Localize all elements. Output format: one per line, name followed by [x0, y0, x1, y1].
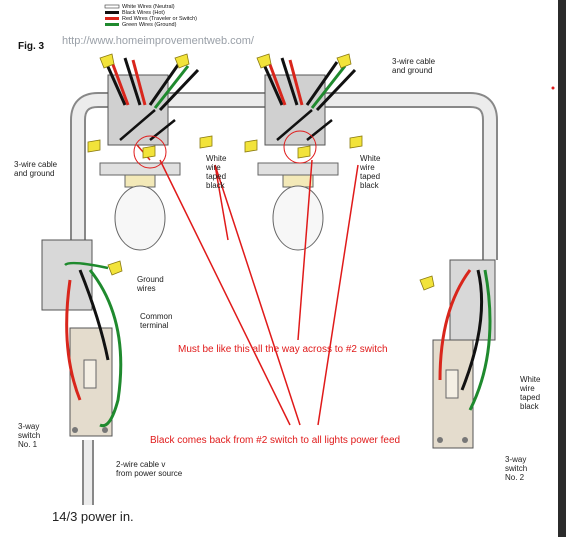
label-cable-top-right: 3-wire cable and ground: [392, 57, 436, 75]
label-white-taped-1: White wire taped black: [206, 154, 227, 190]
switch-1: [41, 239, 123, 437]
label-ground-wires: Ground wires: [137, 275, 164, 293]
legend-item-black: Black Wires (Hot): [122, 10, 165, 16]
annotation-note-2: Black comes back from #2 switch to all l…: [150, 435, 401, 446]
label-switch-1: 3-way switch No. 1: [18, 422, 41, 449]
label-white-taped-3: White wire taped black: [520, 375, 541, 411]
red-dot: [551, 86, 555, 90]
legend-swatch-black: [105, 11, 119, 14]
legend-swatch-green: [105, 23, 119, 26]
light-fixture-2: [257, 57, 357, 251]
right-border: [558, 0, 566, 537]
switch-2: [432, 259, 496, 449]
legend-item-red: Red Wires (Traveler or Switch): [122, 16, 197, 22]
label-white-taped-2: White wire taped black: [360, 154, 381, 190]
label-cable-left: 3-wire cable and ground: [14, 160, 58, 178]
annotation-lines: [159, 159, 359, 426]
legend-swatches: [104, 4, 120, 26]
source-url: http://www.homeimprovementweb.com/: [62, 35, 254, 47]
light-fixture-1: [99, 57, 200, 251]
figure-label: Fig. 3: [18, 41, 45, 52]
legend-swatch-white: [104, 4, 120, 9]
caption: 14/3 power in.: [52, 509, 134, 524]
legend-swatch-red: [105, 17, 119, 20]
label-common-terminal: Common terminal: [140, 312, 173, 330]
annotation-note-1: Must be like this all the way across to …: [178, 344, 388, 355]
label-switch-2: 3-way switch No. 2: [505, 455, 528, 482]
legend-item-green: Green Wires (Ground): [122, 22, 177, 28]
legend-item-white: White Wires (Neutral): [122, 4, 175, 10]
label-two-wire-cable: 2-wire cable v from power source: [116, 460, 183, 478]
